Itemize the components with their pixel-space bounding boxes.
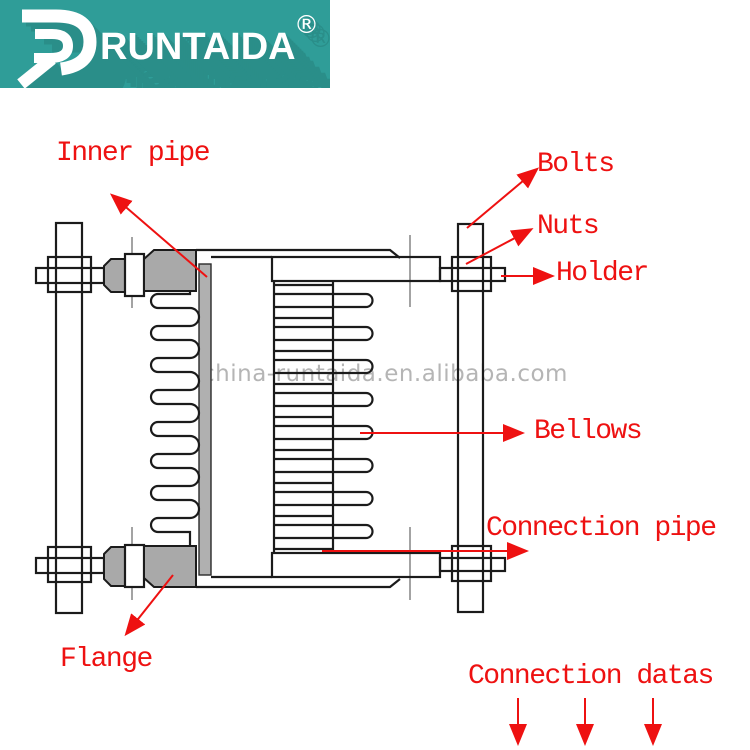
flange-blocks [103,249,197,589]
inner-pipe-part [198,263,212,576]
label-inner-pipe: Inner pipe [56,138,211,169]
callout-arrows [109,167,662,746]
label-nuts: Nuts [537,211,600,242]
label-connection-datas: Connection datas [468,661,714,692]
watermark-text: china-runtaida.en.alibaba.com [202,361,568,387]
brand-name: RUNTAIDA [100,26,296,68]
flange-arrow [124,574,174,637]
label-connection-pipe: Connection pipe [486,513,717,544]
left-bolt-assembly [34,221,106,615]
label-holder: Holder [556,258,649,289]
bellows-left-part [149,291,201,546]
nuts-arrow [465,228,534,265]
runtaida-logo-icon [17,9,127,88]
right-bolt-assembly [438,222,507,614]
inner-pipe-arrow [109,193,208,278]
label-bolts: Bolts [537,149,615,180]
registered-trademark-icon: ® [294,10,319,39]
connection-pipe-parts [196,248,442,589]
brand-banner: RUNTAIDA ® [0,0,330,88]
bellows-right-part [272,281,374,553]
label-bellows: Bellows [534,416,643,447]
bolts-arrow [466,167,540,229]
label-flange: Flange [60,644,153,675]
